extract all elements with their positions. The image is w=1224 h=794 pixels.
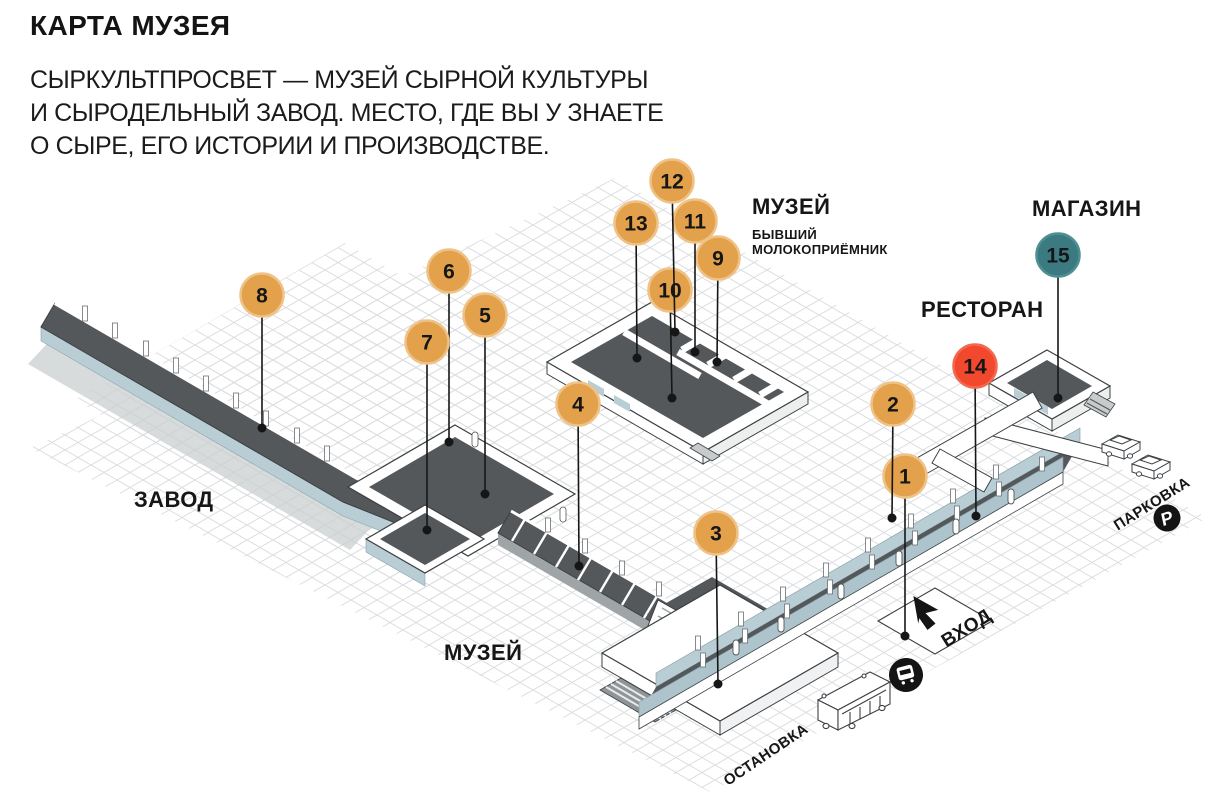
marker-number: 6 (443, 261, 455, 284)
page-title: КАРТА МУЗЕЯ (30, 10, 231, 41)
map-marker-3: 3 (693, 510, 739, 689)
marker-circle (952, 343, 998, 389)
marker-circle (426, 248, 472, 294)
main-entrance-walkway (638, 427, 1081, 730)
marker-circle (239, 272, 285, 318)
marker-number: 7 (421, 332, 433, 355)
entrance-arrow-icon (913, 595, 939, 631)
map-marker-5: 5 (462, 292, 508, 499)
map-marker-15: 15 (1035, 232, 1081, 403)
marker-circle (647, 267, 693, 313)
map-label-text: ЗАВОД (134, 487, 214, 512)
marker-endpoint-dot (480, 489, 490, 499)
marker-number: 9 (712, 248, 724, 271)
marker-circle (882, 453, 928, 499)
marker-circle (649, 158, 695, 204)
marker-endpoint-dot (422, 525, 432, 535)
map-marker-6: 6 (426, 248, 472, 447)
marker-number: 13 (624, 213, 647, 236)
marker-endpoint-dot (690, 347, 700, 357)
map-label-text: МУЗЕЙ (444, 640, 523, 665)
marker-number: 1 (899, 466, 911, 489)
map-marker-4: 4 (555, 381, 601, 571)
marker-circle (555, 381, 601, 427)
marker-endpoint-dot (257, 423, 267, 433)
marker-endpoint-dot (971, 511, 981, 521)
marker-circle (404, 319, 450, 365)
marker-endpoint-dot (887, 513, 897, 523)
parking-badge-icon: P (1153, 504, 1181, 532)
header: КАРТА МУЗЕЯ СЫРКУЛЬТПРОСВЕТ — МУЗЕЙ СЫРН… (30, 10, 664, 163)
marker-circle (693, 510, 739, 556)
map-marker-2: 2 (870, 381, 916, 523)
map-label-text: МАГАЗИН (1032, 196, 1142, 221)
marker-endpoint-dot (444, 437, 454, 447)
map-marker-1: 1 (882, 453, 928, 641)
map-label-text: РЕСТОРАН (921, 297, 1044, 322)
map-label-restaurant: РЕСТОРАН (921, 297, 1043, 323)
description-line: О СЫРЕ, ЕГО ИСТОРИИ И ПРОИЗВОДСТВЕ. (30, 132, 550, 160)
marker-number: 11 (684, 211, 707, 234)
marker-circle (695, 235, 741, 281)
marker-endpoint-dot (574, 561, 584, 571)
map-marker-14: 14 (952, 343, 998, 521)
marker-number: 3 (710, 523, 722, 546)
marker-number: 4 (572, 394, 584, 417)
bus-stop-badge-icon (889, 658, 923, 692)
map-label-text: МУЗЕЙ (752, 194, 831, 219)
map-marker-7: 7 (404, 319, 450, 535)
description-line: И СЫРОДЕЛЬНЫЙ ЗАВОД. МЕСТО, ГДЕ ВЫ У ЗНА… (30, 99, 664, 127)
marker-endpoint-dot (900, 631, 910, 641)
map-marker-9: 9 (695, 235, 741, 367)
marker-circle (870, 381, 916, 427)
marker-number: 10 (658, 280, 681, 303)
cars-icon (1100, 434, 1172, 480)
map-marker-11: 11 (672, 198, 718, 357)
marker-number: 15 (1046, 245, 1070, 268)
marker-number: 12 (660, 171, 683, 194)
description-line: СЫРКУЛЬТПРОСВЕТ — МУЗЕЙ СЫРНОЙ КУЛЬТУРЫ (30, 66, 649, 94)
marker-endpoint-dot (670, 327, 680, 337)
map-label-museum-main: МУЗЕЙ (444, 640, 522, 666)
marker-circle (613, 200, 659, 246)
map-label-shop: МАГАЗИН (1032, 196, 1141, 222)
parking-badge-letter: P (1159, 507, 1175, 530)
factory-walkway (28, 301, 438, 550)
map-marker-10: 10 (647, 267, 693, 403)
marker-number: 5 (479, 305, 491, 328)
bus-icon (816, 671, 892, 731)
marker-endpoint-dot (712, 357, 722, 367)
map-marker-8: 8 (239, 272, 285, 433)
marker-endpoint-dot (1053, 393, 1063, 403)
marker-endpoint-dot (632, 353, 642, 363)
stepped-walkway (497, 509, 695, 651)
marker-endpoint-dot (667, 393, 677, 403)
map-label-factory: ЗАВОД (134, 487, 214, 513)
marker-number: 2 (887, 394, 899, 417)
marker-number: 8 (256, 285, 268, 308)
marker-circle (1035, 232, 1081, 278)
marker-circle (462, 292, 508, 338)
map-marker-13: 13 (613, 200, 659, 363)
marker-number: 14 (963, 356, 987, 379)
page-description: СЫРКУЛЬТПРОСВЕТ — МУЗЕЙ СЫРНОЙ КУЛЬТУРЫ … (30, 64, 664, 163)
map-marker-12: 12 (649, 158, 695, 337)
marker-endpoint-dot (713, 679, 723, 689)
